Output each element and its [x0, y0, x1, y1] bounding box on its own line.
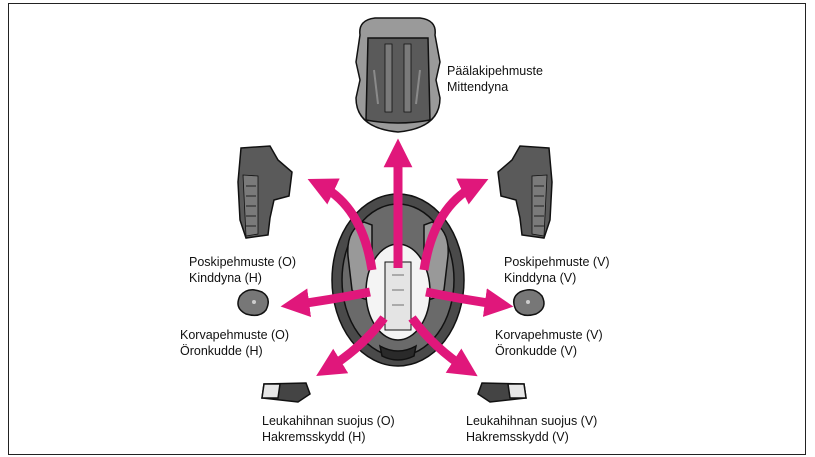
label-cheek-left-fi: Poskipehmuste (O) [189, 254, 296, 270]
label-ear-left-sv: Öronkudde (H) [180, 343, 289, 359]
label-crown-fi: Päälakipehmuste [447, 63, 543, 79]
label-ear-right-sv: Öronkudde (V) [495, 343, 603, 359]
cheek-pad-right [498, 146, 552, 238]
label-cheek-right-fi: Poskipehmuste (V) [504, 254, 610, 270]
crown-pad [356, 18, 440, 132]
chin-strap-cover-right [478, 383, 526, 402]
label-chin-right-sv: Hakremsskydd (V) [466, 429, 597, 445]
label-chin-right-fi: Leukahihnan suojus (V) [466, 413, 597, 429]
label-cheek-left-sv: Kinddyna (H) [189, 270, 296, 286]
label-chin-left: Leukahihnan suojus (O) Hakremsskydd (H) [262, 413, 395, 445]
label-chin-right: Leukahihnan suojus (V) Hakremsskydd (V) [466, 413, 597, 445]
label-chin-left-sv: Hakremsskydd (H) [262, 429, 395, 445]
label-cheek-left: Poskipehmuste (O) Kinddyna (H) [189, 254, 296, 286]
label-ear-right-fi: Korvapehmuste (V) [495, 327, 603, 343]
label-cheek-right: Poskipehmuste (V) Kinddyna (V) [504, 254, 610, 286]
label-crown-pad: Päälakipehmuste Mittendyna [447, 63, 543, 95]
cheek-pad-left [238, 146, 292, 238]
label-ear-left-fi: Korvapehmuste (O) [180, 327, 289, 343]
label-ear-left: Korvapehmuste (O) Öronkudde (H) [180, 327, 289, 359]
ear-pad-left [238, 290, 268, 316]
label-crown-sv: Mittendyna [447, 79, 543, 95]
chin-strap-cover-left [262, 383, 310, 402]
label-chin-left-fi: Leukahihnan suojus (O) [262, 413, 395, 429]
ear-pad-right [514, 290, 544, 316]
label-cheek-right-sv: Kinddyna (V) [504, 270, 610, 286]
label-ear-right: Korvapehmuste (V) Öronkudde (V) [495, 327, 603, 359]
